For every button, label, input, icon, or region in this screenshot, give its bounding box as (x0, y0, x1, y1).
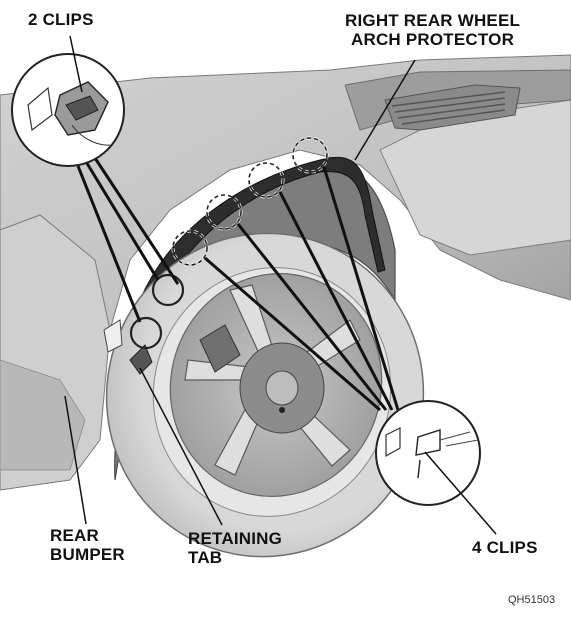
four-clips-detail (376, 401, 480, 505)
label-retaining-tab-line1: RETAINING (188, 529, 282, 548)
label-four-clips: 4 CLIPS (472, 538, 538, 557)
wheel-hub (266, 371, 298, 405)
label-rear-bumper-line2: BUMPER (50, 545, 125, 564)
label-two-clips: 2 CLIPS (28, 10, 94, 29)
label-arch-protector-line2: ARCH PROTECTOR (351, 30, 514, 49)
lug-nut (279, 407, 285, 413)
two-clips-detail (12, 54, 124, 166)
figure-code: QH51503 (508, 594, 555, 606)
label-arch-protector-line1: RIGHT REAR WHEEL (345, 11, 520, 30)
label-retaining-tab-line2: TAB (188, 548, 222, 567)
label-rear-bumper-line1: REAR (50, 526, 99, 545)
